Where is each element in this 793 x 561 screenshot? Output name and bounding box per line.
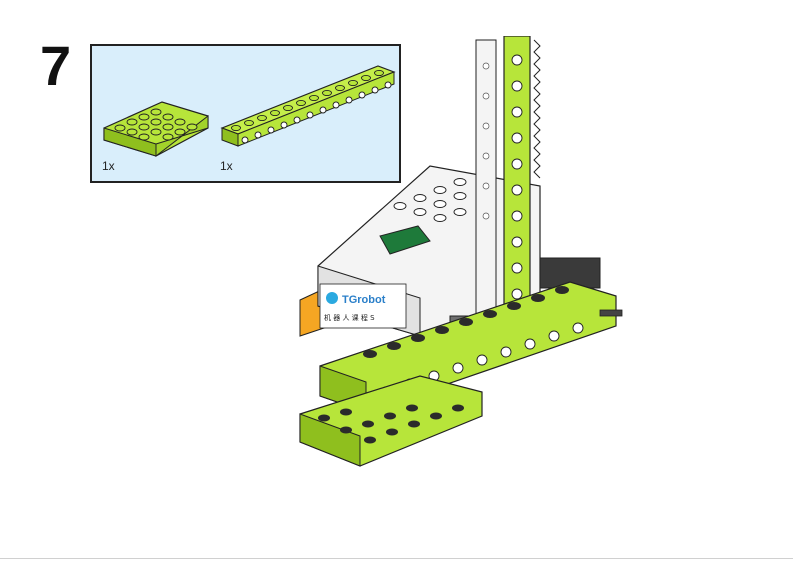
brand-label: TGrobot [342,294,386,306]
lime-wedge-plate-icon [103,101,209,158]
assembled-robot-model-icon: TGrobot 机 器 人 课 程 S [299,36,623,467]
brand-sub-label: 机 器 人 课 程 S [324,313,375,322]
page-divider [0,558,793,559]
part-quantity: 1x [102,159,115,173]
part-quantity: 1x [220,159,233,173]
lime-technic-beam-icon [220,65,396,147]
step-number: 7 [40,34,72,97]
parts-list-box: 1x 1x [90,44,401,183]
